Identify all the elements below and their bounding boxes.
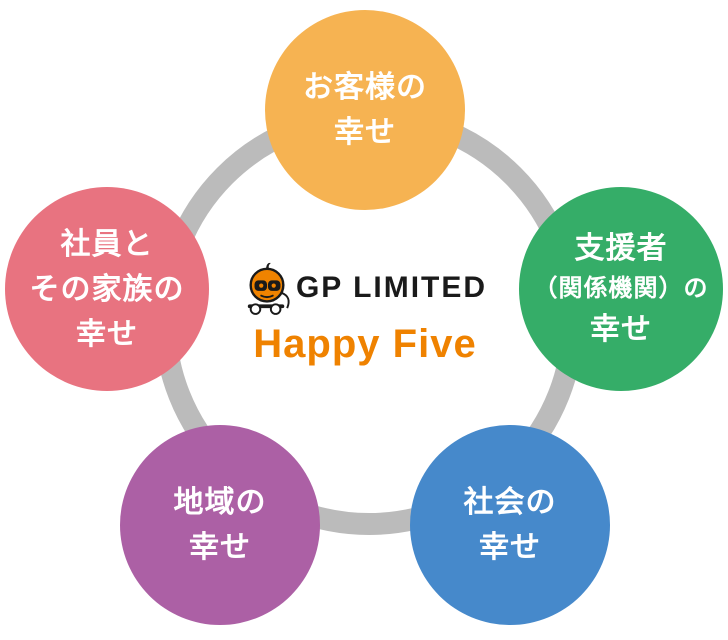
company-name: GP LIMITED <box>295 271 488 304</box>
company-logo-row: GP LIMITED <box>243 260 487 316</box>
happy-five-tagline: Happy Five <box>253 322 477 366</box>
circle-region-line-2: 幸せ <box>189 531 251 564</box>
circle-supporter-happiness: 支援者 （関係機関）の 幸せ <box>519 187 723 391</box>
circle-employee-line-2: その家族の <box>29 272 185 306</box>
pumpkin-cart-mascot-icon <box>247 262 290 315</box>
circle-employee-family-happiness: 社員と その家族の 幸せ <box>5 187 209 391</box>
circle-supporter-line-1: 支援者 <box>574 232 668 265</box>
circle-region-line-1: 地域の <box>173 486 267 519</box>
circle-supporter-line-3: 幸せ <box>590 313 652 346</box>
circle-society-line-1: 社会の <box>463 486 557 519</box>
circle-customer-line-2: 幸せ <box>334 116 396 149</box>
circle-employee-line-1: 社員と <box>60 227 154 261</box>
circle-customer-happiness: お客様の 幸せ <box>265 10 465 210</box>
circle-society-line-2: 幸せ <box>479 531 541 564</box>
circle-employee-line-3: 幸せ <box>76 317 138 351</box>
circle-region-happiness: 地域の 幸せ <box>120 425 320 625</box>
circle-customer-line-1: お客様の <box>303 71 427 104</box>
circle-society-happiness: 社会の 幸せ <box>410 425 610 625</box>
center-logo: GP LIMITED Happy Five <box>230 260 500 367</box>
circle-supporter-line-2: （関係機関）の <box>533 275 709 302</box>
